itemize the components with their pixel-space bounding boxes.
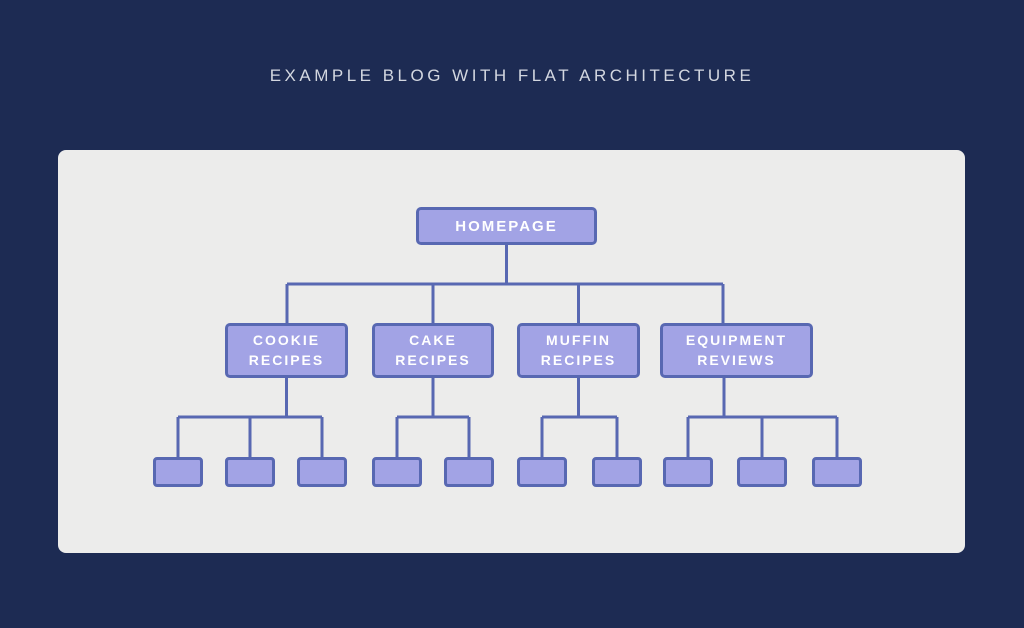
node-muffin-recipes: MUFFIN RECIPES bbox=[517, 323, 640, 378]
node-page-leaf bbox=[737, 457, 787, 487]
node-page-leaf bbox=[153, 457, 203, 487]
node-page-leaf bbox=[444, 457, 494, 487]
node-cake-recipes: CAKE RECIPES bbox=[372, 323, 494, 378]
node-homepage: HOMEPAGE bbox=[416, 207, 597, 245]
node-page-leaf bbox=[372, 457, 422, 487]
node-page-leaf bbox=[297, 457, 347, 487]
connector-lines bbox=[176, 245, 839, 457]
node-page-leaf bbox=[225, 457, 275, 487]
node-page-leaf bbox=[663, 457, 713, 487]
diagram-panel: HOMEPAGE COOKIE RECIPES CAKE RECIPES MUF… bbox=[58, 150, 965, 553]
node-page-leaf bbox=[592, 457, 642, 487]
diagram-title: EXAMPLE BLOG WITH FLAT ARCHITECTURE bbox=[269, 66, 755, 85]
tree-connector-paths bbox=[176, 245, 839, 457]
node-cookie-recipes: COOKIE RECIPES bbox=[225, 323, 348, 378]
node-page-leaf bbox=[812, 457, 862, 487]
node-equipment-reviews: EQUIPMENT REVIEWS bbox=[660, 323, 813, 378]
node-page-leaf bbox=[517, 457, 567, 487]
